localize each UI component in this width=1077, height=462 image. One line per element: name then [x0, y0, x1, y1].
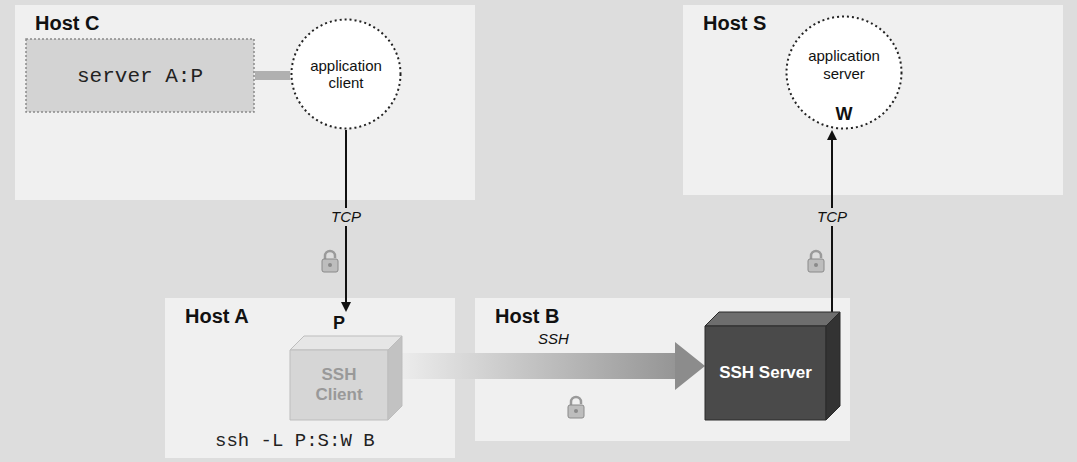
server-box: server A:P	[25, 38, 255, 113]
cube-side-face	[388, 336, 402, 420]
cube-front-face	[705, 326, 826, 420]
client-circle: application client	[290, 18, 402, 130]
host-title: Host C	[35, 11, 99, 35]
cube-front-face	[290, 350, 388, 420]
ssh-server-cube: SSH Server	[705, 312, 840, 420]
host-panel: Host C server A:P application client	[15, 5, 475, 200]
server-address: server A:P	[25, 64, 255, 87]
host-title: Host A	[185, 304, 249, 328]
connector-label: TCP	[327, 208, 365, 226]
host-panel: Host B SSH Server	[475, 298, 850, 441]
host-panel: Host S application serverW	[683, 5, 1063, 195]
padlock-icon	[568, 397, 584, 418]
padlock-icon	[322, 251, 338, 272]
connector-label: TCP	[813, 208, 851, 226]
dotted-box	[26, 39, 254, 112]
host-title: Host S	[703, 11, 766, 35]
panel-grounds	[15, 5, 1063, 458]
server-label: application server	[785, 47, 903, 82]
padlock-icon	[808, 251, 824, 272]
ssh-tunnel-arrow	[402, 353, 675, 379]
host-panel-ground	[15, 5, 475, 200]
cube-top-face	[705, 312, 840, 326]
cube-top-face	[290, 336, 402, 350]
connector-label: SSH	[534, 330, 573, 348]
port-label: W	[785, 105, 903, 123]
ssh-command: ssh -L P:S:W B	[215, 430, 375, 453]
link-bar	[255, 71, 290, 80]
cube-side-face	[826, 312, 840, 420]
cube-label: SSH Client	[290, 350, 388, 420]
tcp-arrow	[831, 140, 833, 312]
server-circle: application serverW	[785, 15, 903, 130]
port-label: P	[290, 314, 388, 332]
ssh-client-cube: P SSH Client	[290, 312, 402, 420]
host-panel: Host A ssh -L P:S:W B P SSH Client	[165, 298, 455, 458]
host-title: Host B	[495, 304, 559, 328]
client-label: application client	[290, 57, 402, 92]
cube-label: SSH Server	[705, 326, 826, 420]
host-panel-ground	[683, 5, 1063, 195]
